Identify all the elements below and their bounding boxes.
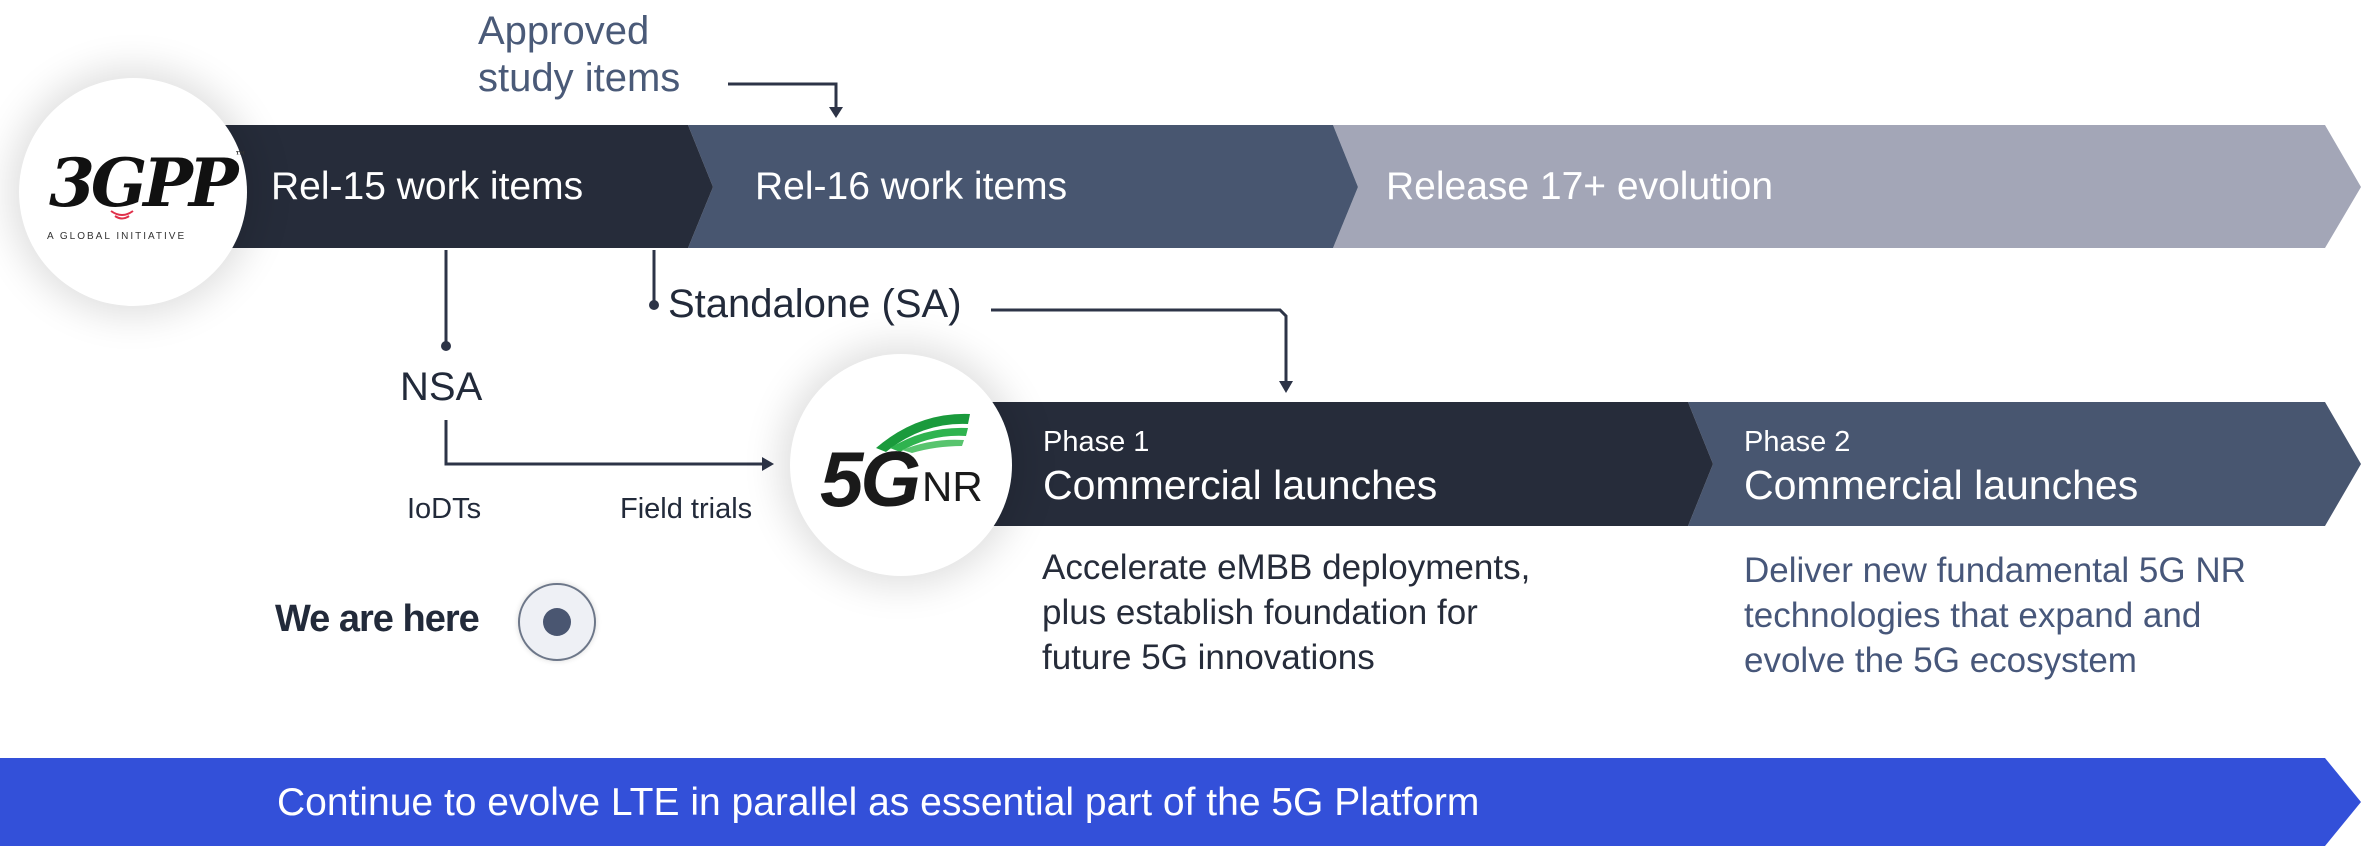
standalone-label: Standalone (SA) bbox=[668, 282, 962, 326]
approved-study-items-label: Approved study items bbox=[478, 9, 681, 100]
rel16-label: Rel-16 work items bbox=[755, 165, 1068, 208]
3gpp-logo: 3GPP™ A GLOBAL INITIATIVE bbox=[19, 78, 247, 306]
phase2-description: Deliver new fundamental 5G NR technologi… bbox=[1744, 551, 2246, 680]
trademark-symbol: ™ bbox=[234, 149, 247, 163]
phase2-title: Commercial launches bbox=[1744, 462, 2139, 508]
approved-connector bbox=[728, 82, 838, 110]
release17-label: Release 17+ evolution bbox=[1386, 165, 1774, 208]
green-waves-icon bbox=[876, 413, 970, 453]
release17-arrow bbox=[1333, 125, 2361, 248]
5g-nr-logo: 5G NR bbox=[790, 354, 1012, 576]
3gpp-tagline: A GLOBAL INITIATIVE bbox=[47, 231, 187, 242]
lte-banner-arrow bbox=[0, 758, 2361, 846]
phase2-label: Phase 2 bbox=[1744, 426, 1851, 458]
3gpp-logo-mark: 3GPP bbox=[49, 144, 239, 222]
phase1-arrow bbox=[990, 402, 1713, 526]
we-are-here-label: We are here bbox=[275, 598, 480, 640]
signal-waves-icon bbox=[110, 210, 134, 220]
5g-mark: 5G bbox=[820, 435, 921, 523]
phase1-label: Phase 1 bbox=[1043, 426, 1150, 458]
rel15-label: Rel-15 work items bbox=[271, 165, 584, 208]
nsa-connector bbox=[444, 250, 766, 466]
iodts-label: IoDTs bbox=[407, 493, 482, 525]
phase2-arrow bbox=[1688, 402, 2361, 526]
nsa-label: NSA bbox=[400, 365, 483, 409]
standalone-connector bbox=[652, 250, 1288, 382]
phase1-description: Accelerate eMBB deployments, plus establ… bbox=[1042, 548, 1531, 677]
rel15-arrow bbox=[130, 125, 713, 248]
field-trials-label: Field trials bbox=[620, 493, 753, 525]
nr-mark: NR bbox=[922, 463, 983, 510]
phase1-title: Commercial launches bbox=[1043, 462, 1438, 508]
lte-banner-text: Continue to evolve LTE in parallel as es… bbox=[277, 781, 1480, 824]
rel16-arrow bbox=[688, 125, 1358, 248]
we-are-here-marker-icon[interactable] bbox=[518, 583, 596, 661]
